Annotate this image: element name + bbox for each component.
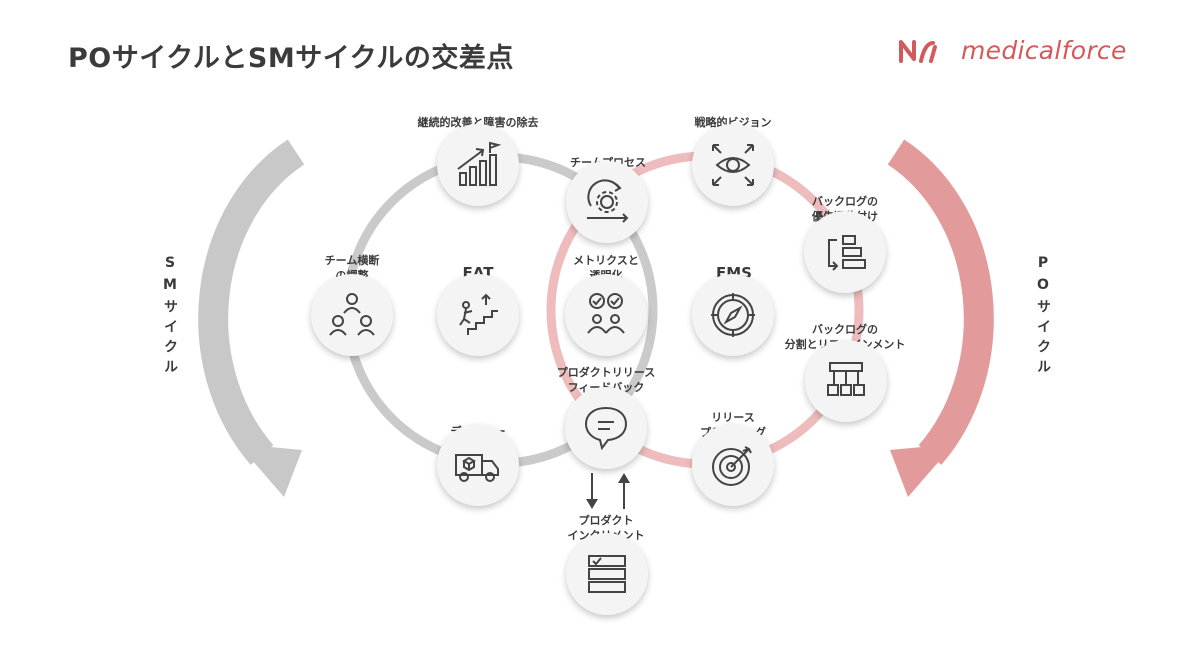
- logo: medicalforce: [897, 36, 1127, 65]
- medicalforce-logo-icon: [899, 39, 937, 63]
- stairs-climber-icon: [459, 293, 498, 335]
- team-adjust-node: [311, 274, 393, 356]
- sm-cycle-label: SMサイクル: [162, 255, 178, 379]
- release-node: [692, 424, 774, 506]
- po-cycle-arrow: [887, 139, 994, 497]
- delivery-truck-icon: [455, 454, 499, 482]
- sm-cycle-arrow: [198, 139, 305, 497]
- page-title: POサイクルとSMサイクルの交差点: [68, 43, 514, 74]
- increment-node: [566, 533, 648, 615]
- gear-cycle-icon: [587, 179, 629, 223]
- backlog-priority-node: [804, 211, 886, 293]
- increment-flow-arrows: [586, 473, 630, 509]
- hierarchy-icon: [827, 362, 865, 396]
- kaizen-label: 継続的改善と障害の除去: [417, 116, 539, 129]
- checklist-icon: [588, 555, 626, 593]
- metrics-node: [565, 274, 647, 356]
- eat-node: [437, 274, 519, 356]
- kaizen-node: [437, 124, 519, 206]
- compass-icon: [711, 293, 755, 337]
- team-icon: [329, 293, 375, 336]
- team-process-node: [566, 161, 648, 243]
- backlog-refine-node: [805, 340, 887, 422]
- priority-blocks-icon: [828, 235, 866, 271]
- growth-chart-icon: [457, 141, 502, 186]
- feedback-node: [565, 387, 647, 469]
- chat-bubble-icon: [584, 406, 628, 451]
- people-check-icon: [587, 293, 625, 334]
- vision-node: [692, 124, 774, 206]
- delivery-node: [437, 424, 519, 506]
- eye-icon: [712, 144, 754, 186]
- logo-text: medicalforce: [961, 36, 1127, 65]
- vision-label: 戦略的ビジョン: [694, 116, 772, 129]
- target-icon: [712, 446, 752, 486]
- ems-node: [692, 274, 774, 356]
- po-cycle-label: POサイクル: [1035, 255, 1051, 379]
